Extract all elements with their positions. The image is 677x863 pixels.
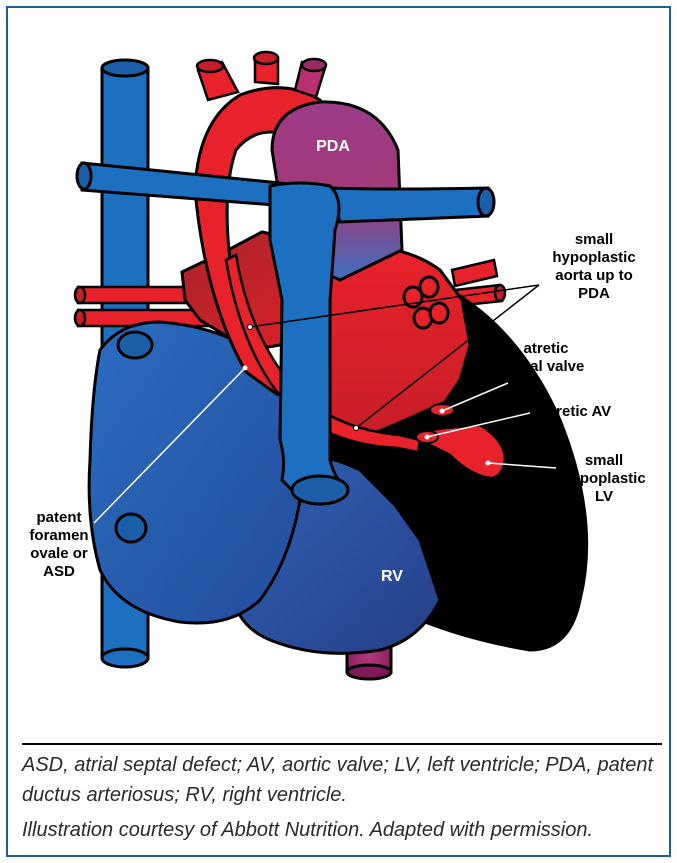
svg-text:atretic: atretic <box>523 340 568 357</box>
caption-divider <box>22 743 662 745</box>
svg-text:PDA: PDA <box>578 285 610 302</box>
credit-caption: Illustration courtesy of Abbott Nutritio… <box>22 815 662 845</box>
heart-diagram: PDA RV small hypoplastic aorta up to PDA… <box>0 0 677 740</box>
svg-text:hypoplastic: hypoplastic <box>562 470 645 487</box>
svg-text:LV: LV <box>595 488 613 505</box>
pda-label: PDA <box>316 138 350 155</box>
svg-text:small: small <box>575 231 613 248</box>
svg-text:aorta up to: aorta up to <box>555 267 633 284</box>
ivc-opening <box>116 514 146 542</box>
mital-valve-label: atretic mital valve <box>508 340 585 375</box>
svg-text:hypoplastic: hypoplastic <box>552 249 635 266</box>
aorta-label: small hypoplastic aorta up to PDA <box>552 231 635 302</box>
svg-text:foramen: foramen <box>29 527 88 544</box>
abbreviations-caption: ASD, atrial septal defect; AV, aortic va… <box>22 750 662 810</box>
svg-text:ASD: ASD <box>43 563 75 580</box>
trunk-end <box>292 476 348 504</box>
svg-text:patent: patent <box>37 509 82 526</box>
asd-label: patent foramen ovale or ASD <box>29 509 88 580</box>
svg-text:small: small <box>585 452 623 469</box>
av-label: atretic AV <box>543 403 611 420</box>
rv-label: RV <box>381 568 403 585</box>
svg-text:ovale or: ovale or <box>30 545 88 562</box>
svc-opening <box>118 332 152 358</box>
svg-text:mital valve: mital valve <box>508 358 585 375</box>
